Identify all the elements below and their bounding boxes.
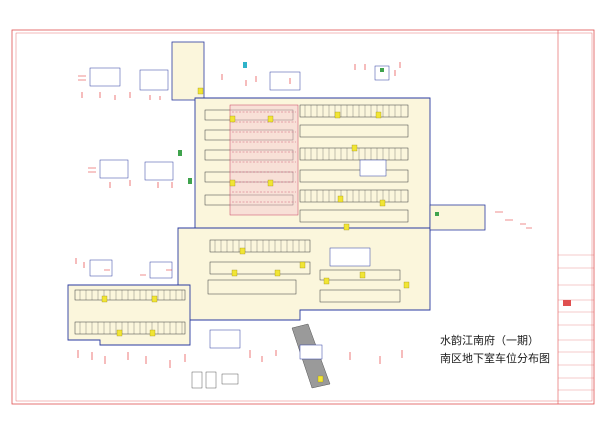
yellow-marker-icon bbox=[101, 87, 410, 383]
title-block-logo bbox=[563, 300, 571, 306]
core-markers bbox=[178, 62, 439, 216]
title-block bbox=[558, 254, 594, 391]
drawing-title-line1: 水韵江南府（一期） bbox=[440, 334, 539, 347]
red-dimension-tick-icon bbox=[75, 62, 532, 368]
drawing-title-line2: 南区地下室车位分布图 bbox=[440, 352, 550, 365]
parking-stall-icon bbox=[191, 371, 239, 389]
parking-stall-rows bbox=[74, 104, 409, 335]
ramp-zone bbox=[229, 104, 299, 216]
stall-divider-ticks bbox=[79, 105, 402, 334]
stair-cores bbox=[89, 65, 390, 360]
drawing-frame bbox=[11, 29, 595, 405]
